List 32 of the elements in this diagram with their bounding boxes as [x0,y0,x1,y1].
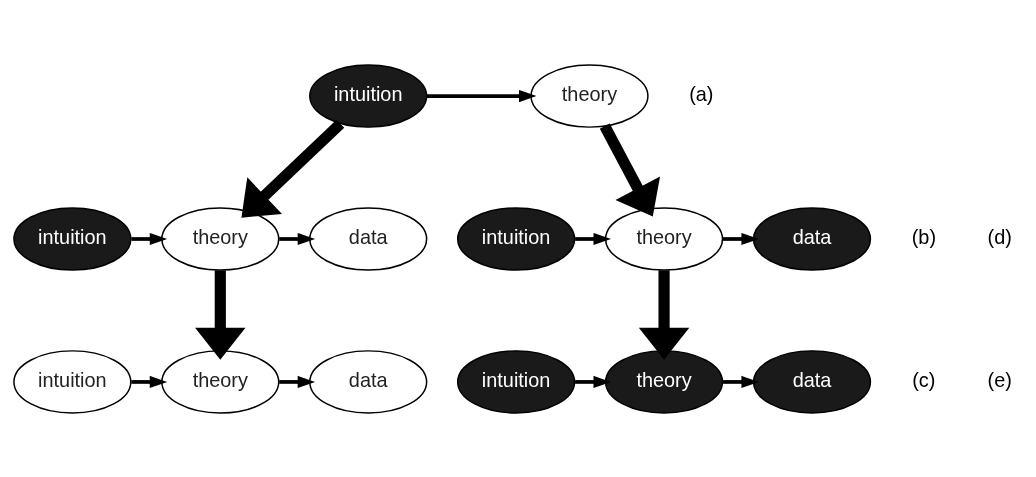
node-ellipse: intuition [309,63,428,128]
arrow [575,375,611,388]
arrow [279,232,316,245]
arrow [723,232,759,245]
arrow [638,269,690,360]
arrow [131,375,168,388]
node-ellipse: theory [604,206,724,271]
arrow [427,89,537,102]
node-ellipse: data [309,349,428,414]
arrow [195,269,246,360]
arrow [131,232,168,245]
arrow [575,232,611,245]
label: (c) [912,368,936,391]
node-ellipse: theory [161,206,280,271]
arrow [241,119,345,218]
node-ellipse: theory [604,349,724,414]
label: (e) [987,368,1012,391]
node-ellipse: theory [530,63,649,128]
arrow [723,375,759,388]
node-ellipse: intuition [456,206,576,271]
arrow [599,122,661,217]
label: (a) [689,82,714,105]
label: (b) [911,225,937,248]
node-ellipse: theory [161,349,280,414]
node-ellipse: data [752,206,872,271]
node-ellipse: intuition [13,206,132,271]
node-ellipse: data [752,349,872,414]
node-ellipse: intuition [456,349,576,414]
label: (d) [987,225,1012,248]
node-ellipse: intuition [13,349,132,414]
node-ellipse: data [309,206,428,271]
arrow [279,375,316,388]
